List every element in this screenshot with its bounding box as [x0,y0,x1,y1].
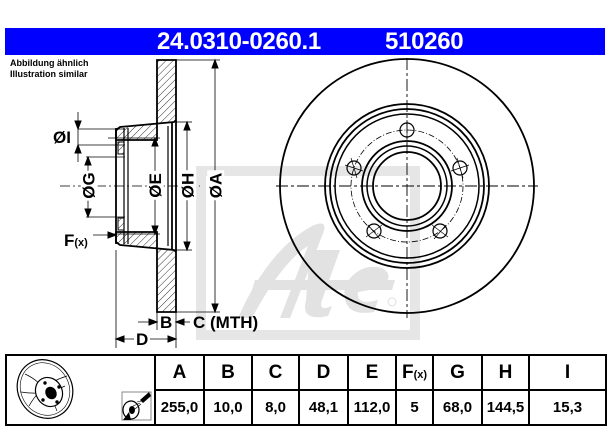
dimension-label-f: F(x) [64,232,88,252]
value-d: 48,1 [298,389,349,426]
header-f-subscript: (x) [413,368,428,381]
part-number: 24.0310-0260.1 [157,28,321,55]
value-h: 144,5 [481,389,530,426]
header-c: C [251,354,300,391]
header-e: E [347,354,397,391]
value-e: 112,0 [347,389,397,426]
technical-drawing [60,58,538,348]
dimension-table: A B C D E F(x) G H I 255,0 10,0 8,0 48,1… [5,354,607,426]
dimension-label-b: B [160,313,173,332]
reference-number: 510260 [385,28,464,55]
header-a: A [154,354,205,391]
dimension-label-h: ØH [178,170,198,201]
header-f: F(x) [395,354,434,391]
header-b: B [203,354,253,391]
value-c: 8,0 [251,389,300,426]
header-h: H [481,354,530,391]
product-image-cell [5,354,156,426]
value-g: 68,0 [432,389,483,426]
header-g: G [432,354,483,391]
f-letter: F [64,231,75,250]
brake-disc-thumbnail-icon [16,359,74,419]
dimension-label-c: C (MTH) [193,313,259,332]
table-values-row: 255,0 10,0 8,0 48,1 112,0 5 68,0 144,5 1… [6,389,607,426]
f-subscript: (x) [74,237,88,249]
table-header-row: A B C D E F(x) G H I [5,354,607,426]
dimension-label-d: D [136,330,149,349]
brake-disc-side-section-icon [60,58,220,348]
header-i: I [528,354,607,391]
header-d: D [298,354,349,391]
coated-spray-icon [121,391,152,421]
value-b: 10,0 [203,389,253,426]
brake-disc-front-view-icon [276,58,538,318]
product-icons [16,359,152,421]
note-english: Illustration similar [10,69,88,79]
dimension-label-i: ØI [53,128,71,147]
dimension-label-e: ØE [145,171,165,200]
dimension-label-a: ØA [206,170,226,201]
value-i: 15,3 [528,389,607,426]
header-f-letter: F [401,361,414,383]
title-banner: 24.0310-0260.1 510260 [5,28,605,55]
illustration-note: Abbildung ähnlich Illustration similar [10,58,89,80]
value-a: 255,0 [154,389,205,426]
value-f: 5 [395,389,434,426]
dimension-label-g: ØG [79,170,99,201]
note-german: Abbildung ähnlich [10,58,89,68]
